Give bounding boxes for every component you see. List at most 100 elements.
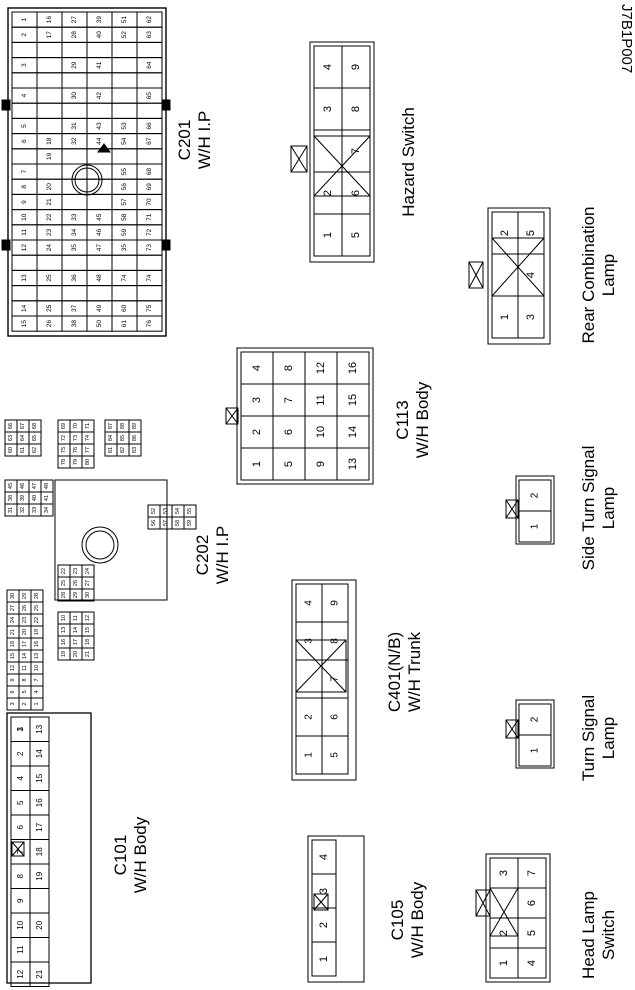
pin-number: 84 [108, 435, 114, 441]
pin-number: 10 [21, 213, 28, 221]
pin-number: 25 [61, 580, 67, 586]
connector-latch [225, 407, 239, 425]
pin-number: 71 [146, 213, 153, 221]
pin-number: 32 [71, 137, 78, 145]
connector-latch [11, 841, 25, 857]
pin-number: 22 [34, 617, 40, 623]
pin-number: 2 [16, 751, 25, 756]
pin-number: 26 [46, 320, 53, 328]
pin-number: 15 [10, 653, 16, 659]
hazard-caption: Hazard Switch [399, 107, 418, 217]
pin-cell [29, 888, 50, 914]
pin-number: 67 [20, 423, 26, 429]
pin-number: 4 [318, 854, 330, 860]
pin-number: 19 [35, 871, 44, 880]
pin-number: 75 [146, 304, 153, 312]
pin-number: 59 [121, 228, 128, 236]
pin-number: 33 [71, 213, 78, 221]
pin-number: 30 [10, 593, 16, 599]
pin-number: 20 [22, 629, 28, 635]
pin-number: 5 [330, 752, 341, 758]
pin-cell [136, 148, 163, 165]
hazard-name: Hazard Switch [399, 107, 418, 217]
pin-number: 9 [330, 600, 341, 606]
connector-latch [475, 889, 491, 917]
pin-number: 55 [121, 168, 128, 176]
pin-number: 66 [8, 423, 14, 429]
c201-key-arrow [97, 143, 111, 153]
pin-cell [336, 351, 370, 385]
pin-number: 18 [10, 641, 16, 647]
pin-number: 40 [32, 495, 38, 501]
pin-number: 49 [96, 304, 103, 312]
pin-number: 52 [151, 508, 157, 514]
connector-latch [290, 145, 308, 173]
pin-number: 1 [530, 747, 541, 753]
pin-number: 21 [85, 651, 91, 657]
pin-number: 31 [8, 507, 14, 513]
pin-cell [61, 193, 88, 211]
pin-number: 11 [73, 615, 79, 621]
c201-name: C201 [175, 120, 194, 161]
pin-cell [111, 102, 138, 119]
pin-number: 24 [10, 617, 16, 623]
pin-number: 3 [525, 314, 537, 320]
pin-number: 77 [85, 447, 91, 453]
pin-number: 1 [530, 523, 541, 529]
pin-number: 53 [121, 122, 128, 130]
pin-number: 69 [61, 423, 67, 429]
c401-housing [291, 579, 357, 781]
turn-sub: Lamp [599, 717, 618, 760]
pin-number: 45 [96, 213, 103, 221]
pin-number: 16 [34, 641, 40, 647]
pin-number: 61 [20, 447, 26, 453]
pin-number: 41 [44, 495, 50, 501]
pin-cell [36, 87, 63, 104]
pin-number: 50 [96, 320, 103, 328]
pin-number: 27 [10, 605, 16, 611]
connector-latch [468, 261, 484, 289]
connector-latch [505, 719, 519, 739]
pin-cell [86, 193, 113, 211]
pin-cell [61, 41, 88, 59]
pin-number: 52 [121, 31, 128, 39]
pin-number: 48 [96, 274, 103, 282]
pin-cell [489, 887, 519, 919]
c101-name: C101 [111, 835, 130, 876]
pin-number: 23 [73, 568, 79, 574]
pin-number: 4 [304, 600, 315, 606]
rear-name: Rear Combination [579, 206, 598, 343]
pin-number: 18 [85, 639, 91, 645]
pin-number: 2 [21, 33, 28, 37]
pin-number: 39 [96, 16, 103, 24]
pin-number: 70 [146, 198, 153, 206]
pin-number: 65 [32, 435, 38, 441]
pin-number: 3 [21, 63, 28, 67]
pin-number: 4 [322, 64, 334, 70]
head-sub: Switch [599, 910, 618, 960]
pin-number: 62 [32, 447, 38, 453]
pin-number: 13 [34, 653, 40, 659]
connector-latch [505, 499, 519, 519]
pin-cell [136, 285, 163, 302]
pin-number: 6 [283, 429, 295, 435]
pin-number: 16 [35, 798, 44, 807]
pin-cell [136, 102, 163, 119]
pin-number: 8 [283, 365, 295, 371]
pin-number: 85 [120, 435, 126, 441]
connector-latch [313, 893, 329, 911]
connector-latch [313, 893, 329, 911]
pin-number: 48 [44, 483, 50, 489]
pin-number: 2 [322, 190, 334, 196]
pin-number: 12 [10, 665, 16, 671]
pin-number: 8 [350, 106, 362, 112]
pin-number: 17 [73, 639, 79, 645]
pin-number: 16 [46, 16, 53, 24]
pin-number: 20 [73, 651, 79, 657]
pin-number: 20 [46, 183, 53, 191]
pin-number: 7 [283, 397, 295, 403]
pin-cell [86, 102, 113, 119]
c201-mount-tab [161, 99, 171, 111]
figure-id-label: J7B1P007 [618, 4, 635, 73]
